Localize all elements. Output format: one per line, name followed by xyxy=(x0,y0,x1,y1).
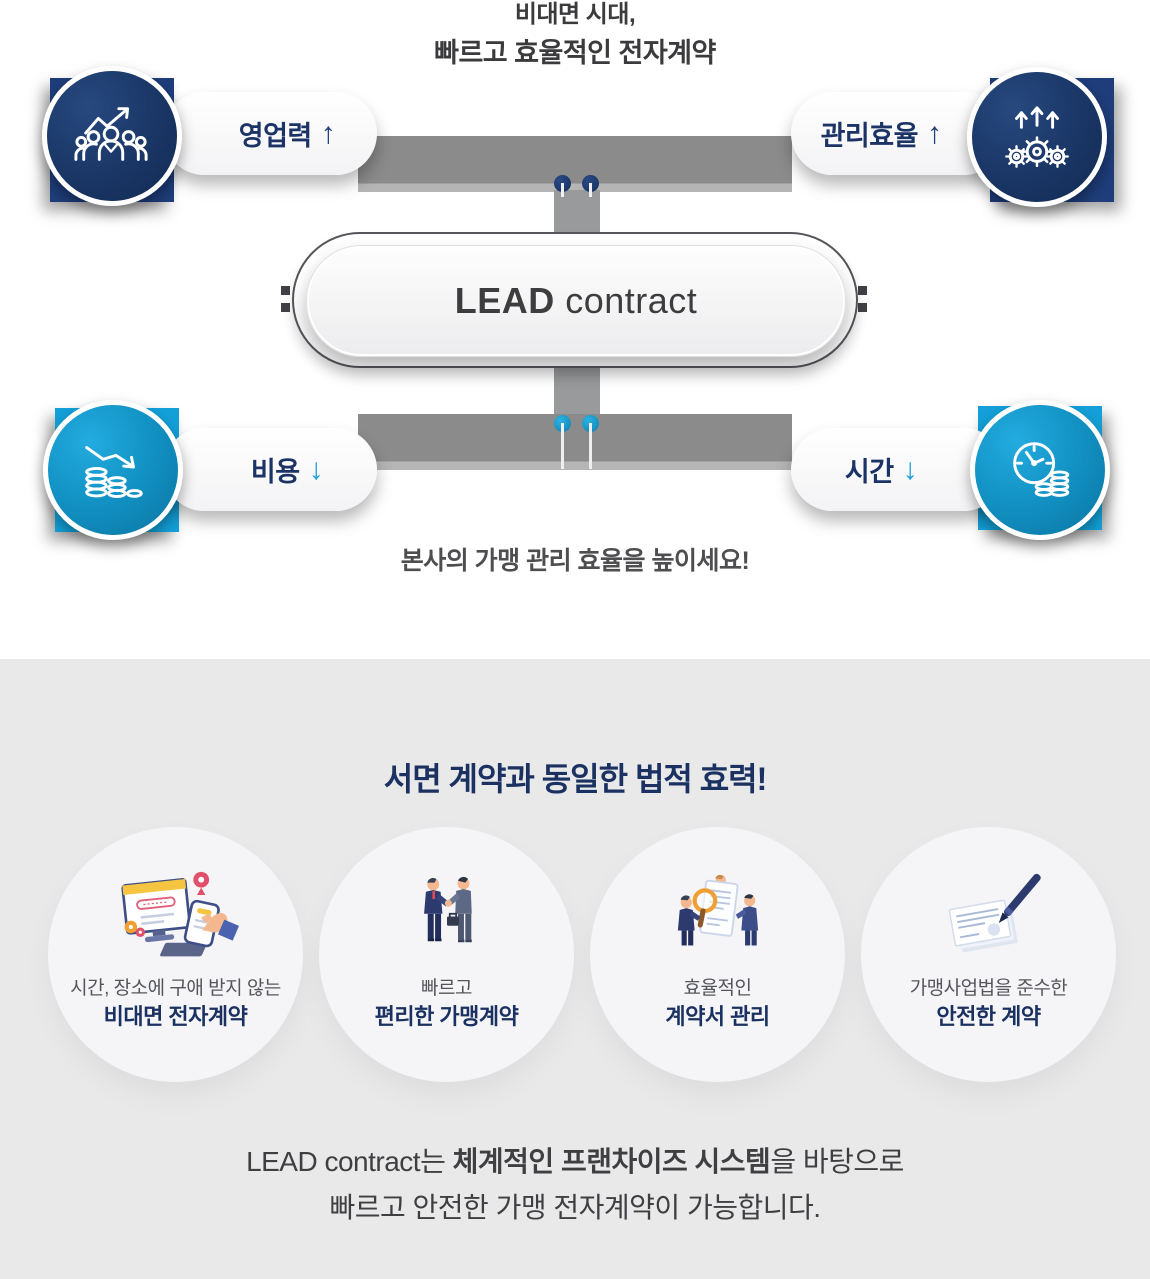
brand-name-rest: contract xyxy=(554,280,698,321)
footer-line1-prefix: LEAD contract는 xyxy=(246,1146,453,1177)
sales-team-growth-icon xyxy=(42,66,182,206)
connector-nub xyxy=(281,303,290,312)
feature-label-sales: 영업력 ↑ xyxy=(163,92,377,175)
benefit-card-contract-review: 효율적인 계약서 관리 xyxy=(590,827,845,1082)
up-arrow-icon: ↑ xyxy=(320,116,336,150)
connector-bar-top xyxy=(358,136,792,192)
benefit-card-remote-econtract: 시간, 장소에 구애 받지 않는 비대면 전자계약 xyxy=(48,827,303,1082)
hero-title-line1: 비대면 시대, xyxy=(514,1,636,28)
benefits-heading: 서면 계약과 동일한 법적 효력! xyxy=(383,760,768,797)
benefit-line2: 계약서 관리 xyxy=(665,1004,770,1029)
contract-signing-illustration xyxy=(861,861,1116,973)
cost-coins-decrease-icon xyxy=(43,400,183,540)
benefit-line1: 가맹사업법을 준수한 xyxy=(909,978,1068,999)
lead-contract-badge: LEAD contract xyxy=(306,245,846,357)
feature-label-time: 시간 ↓ xyxy=(791,428,1005,511)
connector-nub xyxy=(858,286,867,295)
connector-dot-cyan xyxy=(554,415,571,469)
benefit-line2: 비대면 전자계약 xyxy=(103,1004,248,1029)
time-clock-coins-icon xyxy=(970,400,1110,540)
brand-name-bold: LEAD xyxy=(454,280,555,321)
benefit-line1: 효율적인 xyxy=(683,978,752,999)
down-arrow-icon: ↓ xyxy=(902,452,918,486)
connector-dot-navy xyxy=(582,175,599,197)
contract-review-illustration xyxy=(590,861,845,973)
feature-label-cost: 비용 ↓ xyxy=(163,428,377,511)
diagram-caption: 본사의 가맹 관리 효율을 높이세요! xyxy=(400,547,750,575)
benefit-line2: 안전한 계약 xyxy=(936,1004,1041,1029)
hero-title: 비대면 시대, 빠르고 효율적인 전자계약 xyxy=(0,0,1150,70)
management-efficiency-gears-icon xyxy=(967,67,1107,207)
feature-label-text: 영업력 xyxy=(238,121,313,151)
feature-label-text: 관리효율 xyxy=(820,121,919,151)
feature-label-text: 시간 xyxy=(844,457,894,487)
remote-econtract-illustration xyxy=(48,861,303,973)
benefit-cards: 시간, 장소에 구애 받지 않는 비대면 전자계약 xyxy=(48,827,1116,1082)
up-arrow-icon: ↑ xyxy=(926,116,942,150)
footer-line1-suffix: 을 바탕으로 xyxy=(770,1146,904,1177)
benefit-card-safe-contract: 가맹사업법을 준수한 안전한 계약 xyxy=(861,827,1116,1082)
hero-title-line2: 빠르고 효율적인 전자계약 xyxy=(434,38,716,68)
benefit-card-handshake: 빠르고 편리한 가맹계약 xyxy=(319,827,574,1082)
connector-bar-bottom xyxy=(358,414,792,470)
connector-stub-bottom xyxy=(554,366,600,414)
benefit-line1: 빠르고 xyxy=(421,978,472,999)
feature-label-text: 비용 xyxy=(250,457,300,487)
benefit-line2: 편리한 가맹계약 xyxy=(374,1004,519,1029)
connector-dot-navy xyxy=(554,175,571,197)
benefit-line1: 시간, 장소에 구애 받지 않는 xyxy=(70,978,281,999)
connector-stub-top xyxy=(554,190,600,234)
footer-line2: 빠르고 안전한 가맹 전자계약이 가능합니다. xyxy=(329,1192,821,1223)
connector-nub xyxy=(281,286,290,295)
footer-line1-bold: 체계적인 프랜차이즈 시스템 xyxy=(452,1146,771,1177)
down-arrow-icon: ↓ xyxy=(308,452,324,486)
connector-nub xyxy=(858,303,867,312)
connector-dot-cyan xyxy=(582,415,599,469)
benefits-section: 서면 계약과 동일한 법적 효력! xyxy=(0,659,1150,1279)
benefits-footer-text: LEAD contract는 체계적인 프랜차이즈 시스템을 바탕으로 빠르고 … xyxy=(0,1139,1150,1231)
handshake-illustration xyxy=(319,861,574,973)
